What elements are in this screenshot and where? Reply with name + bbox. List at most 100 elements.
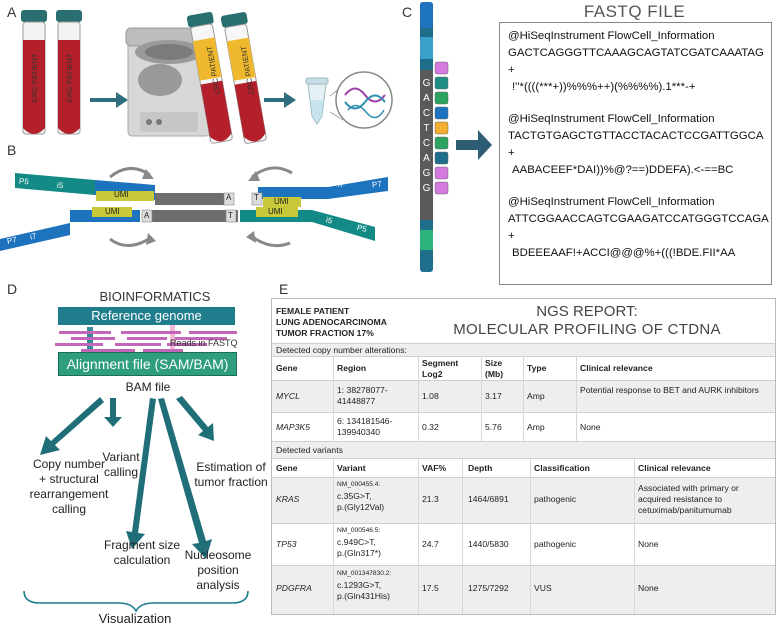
cna-clinical: None — [580, 422, 601, 432]
tumor-fraction-label: Estimation of tumor fraction — [190, 460, 272, 490]
visualization-label: Visualization — [98, 611, 172, 626]
var-protein: p.(Gly12Val) — [337, 502, 385, 512]
base: A — [423, 93, 430, 104]
fastq-sequence: ATTCGGAACCAGTCGAAGATCCATGGGTCCAGA — [508, 213, 769, 225]
p5-label: P5 — [18, 176, 30, 187]
fragment-size-text: Fragment size — [103, 538, 181, 552]
base: C — [422, 138, 431, 149]
cna-log2: 0.32 — [422, 422, 439, 432]
var-clinical: None — [638, 583, 659, 593]
var-cdna: c.1293G>T, — [337, 580, 382, 590]
fastq-quality: !''*((((***+))%%%++)(%%%%).1***-+ — [512, 81, 696, 93]
a-label: A — [144, 211, 150, 220]
var-transcript: NM_001347830.2: — [337, 570, 392, 577]
cna-header-type: Type — [527, 363, 547, 373]
variant-calling-label: Variant calling — [96, 450, 146, 480]
report-title: NGS REPORT: — [536, 303, 638, 320]
tube-label: CRC PATIENT — [30, 53, 39, 103]
var-depth: 1275/7292 — [468, 583, 509, 593]
report-subtitle: MOLECULAR PROFILING OF CTDNA — [453, 321, 721, 338]
t-label: T — [228, 211, 233, 220]
bioinformatics-title: BIOINFORMATICS — [99, 289, 211, 304]
cna-region: 139940340 — [337, 427, 381, 437]
fastq-plus: + — [508, 64, 515, 76]
var-vaf: 17.5 — [422, 583, 439, 593]
cna-header-segment: Segment — [422, 358, 459, 368]
alignment-file-bar: Alignment file (SAM/BAM) — [58, 352, 237, 376]
a-tail — [141, 209, 153, 223]
variant-section-title: Detected variants — [276, 445, 343, 455]
var-clinical: cetuximab/panitumumab — [638, 505, 732, 515]
visualization-bracket — [23, 590, 249, 613]
reads-illustration — [55, 325, 237, 355]
blood-tube-1 — [21, 10, 47, 135]
cna-header-size: Size — [485, 358, 503, 368]
var-clinical: Associated with primary or — [638, 483, 739, 493]
cna-region: 6: 134181546- — [337, 416, 393, 426]
var-gene: PDGFRA — [276, 583, 312, 593]
cna-gene: MYCL — [276, 391, 300, 401]
adapter-bottom-left — [0, 207, 140, 251]
nucleosome-label: Nucleosome position analysis — [176, 548, 260, 593]
reads-label: Reads in FASTQ — [170, 338, 238, 348]
arrow-icon — [158, 398, 212, 559]
fastq-sequence: TACTGTGAGCTGTTACCTACACTCCGATTGGCA — [508, 130, 764, 142]
reference-genome-bar: Reference genome — [58, 307, 235, 325]
nucleosome-text: Nucleosome — [184, 548, 252, 562]
report-section-band — [272, 343, 775, 356]
adapter-top-left — [15, 173, 155, 201]
report-section-band — [272, 441, 775, 458]
panel-b-label: B — [7, 142, 17, 158]
separated-tube-1 — [186, 11, 233, 144]
fragment-size-text: calculation — [113, 553, 171, 567]
ligation-arrow-icon — [249, 233, 291, 248]
cna-size: 3.17 — [485, 391, 502, 401]
panel-e-label: E — [279, 281, 289, 297]
cna-type: Amp — [527, 422, 545, 432]
var-header-classification: Classification — [534, 463, 590, 473]
fastq-plus: + — [508, 230, 515, 242]
fastq-title: FASTQ FILE — [583, 2, 686, 21]
patient-diagnosis: LUNG ADENOCARCINOMA — [276, 317, 387, 327]
base: G — [422, 168, 431, 179]
ligation-arrow-icon — [109, 235, 153, 247]
panel-c-label: C — [402, 4, 413, 20]
nucleosome-text: analysis — [196, 578, 240, 592]
umi-label: UMI — [114, 190, 129, 199]
var-protein: p.(Gln431His) — [337, 591, 391, 601]
umi-label: UMI — [268, 207, 283, 216]
cna-header-clinical: Clinical relevance — [580, 363, 653, 373]
fastq-header: @HiSeqInstrument FlowCell_Information — [508, 30, 715, 42]
fastq-quality: AABACEEF*DAI))%@?==)DDEFA).<-==BC — [512, 164, 734, 176]
cna-header-region: Region — [337, 363, 367, 373]
var-vaf: 21.3 — [422, 494, 439, 504]
arrow-icon — [104, 398, 122, 427]
sequencing-read-illustration — [420, 2, 492, 272]
arrow-icon — [126, 398, 156, 549]
patient-tumor-fraction: TUMOR FRACTION 17% — [276, 328, 374, 338]
fastq-sequence: GACTCAGGGTTCAAAGCAGTATCGATCAAATAG — [508, 47, 764, 59]
eppendorf-tube-icon — [305, 77, 329, 125]
copy-number-text: + structural — [39, 472, 99, 486]
var-header-clinical: Clinical relevance — [638, 463, 711, 473]
arrow-icon — [456, 140, 480, 150]
panel-a-illustration — [21, 10, 393, 144]
base: C — [422, 108, 431, 119]
var-cdna: c.35G>T, — [337, 491, 372, 501]
variant-calling-text: calling — [103, 465, 139, 479]
var-classification: pathogenic — [534, 539, 577, 549]
copy-number-text: calling — [51, 502, 87, 516]
arrow-icon — [176, 396, 214, 441]
i7-label: i7 — [338, 180, 345, 189]
cna-clinical: Potential response to BET and AURK inhib… — [580, 385, 759, 395]
report-row-band — [272, 565, 775, 614]
report-row-band — [272, 477, 775, 523]
var-clinical: None — [638, 539, 659, 549]
t-overhang — [225, 209, 237, 223]
variant-calling-text: Variant — [102, 450, 140, 464]
cna-region: 1: 38278077- — [337, 385, 388, 395]
blood-tube-2 — [56, 10, 82, 135]
base: G — [422, 183, 431, 194]
var-classification: VUS — [534, 583, 552, 593]
separated-tube-2 — [220, 12, 267, 144]
